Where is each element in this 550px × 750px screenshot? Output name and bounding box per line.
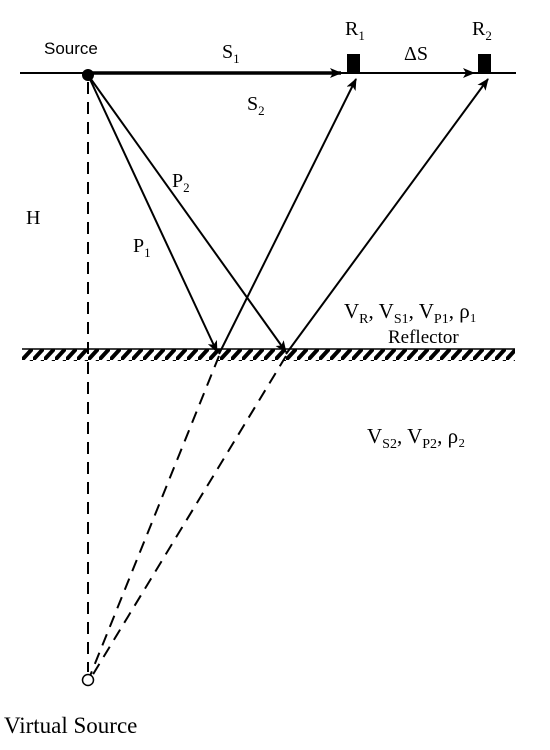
virtual-ray-1 bbox=[89, 355, 220, 677]
reflector-label: Reflector bbox=[388, 327, 459, 348]
receiver-r1-icon bbox=[347, 54, 360, 72]
h-label: H bbox=[26, 207, 40, 229]
virtual-source-label: Virtual Source bbox=[4, 713, 137, 738]
reflector-band bbox=[22, 349, 515, 361]
s1-label: S1 bbox=[222, 41, 240, 66]
virtual-source-icon bbox=[81, 673, 95, 687]
source-label: Source bbox=[44, 39, 98, 58]
upper-medium-properties: VR, VS1, VP1, ρ₁ bbox=[344, 299, 477, 327]
p1-label: P1 bbox=[133, 235, 151, 260]
virtual-ray-2 bbox=[91, 355, 287, 677]
lower-medium-properties: VS2, VP2, ρ₂ bbox=[367, 424, 465, 452]
receiver-r2-icon bbox=[478, 54, 491, 72]
delta-s-label: ΔS bbox=[404, 43, 428, 65]
r1-label: R1 bbox=[345, 18, 365, 43]
p2-label: P2 bbox=[172, 170, 190, 195]
r2-label: R2 bbox=[472, 18, 492, 43]
ray-p2-up bbox=[285, 78, 489, 355]
ray-p1-down bbox=[87, 74, 218, 353]
ray-p1-up bbox=[218, 78, 357, 355]
ray-p2-down bbox=[87, 74, 287, 353]
s2-label: S2 bbox=[247, 93, 265, 118]
